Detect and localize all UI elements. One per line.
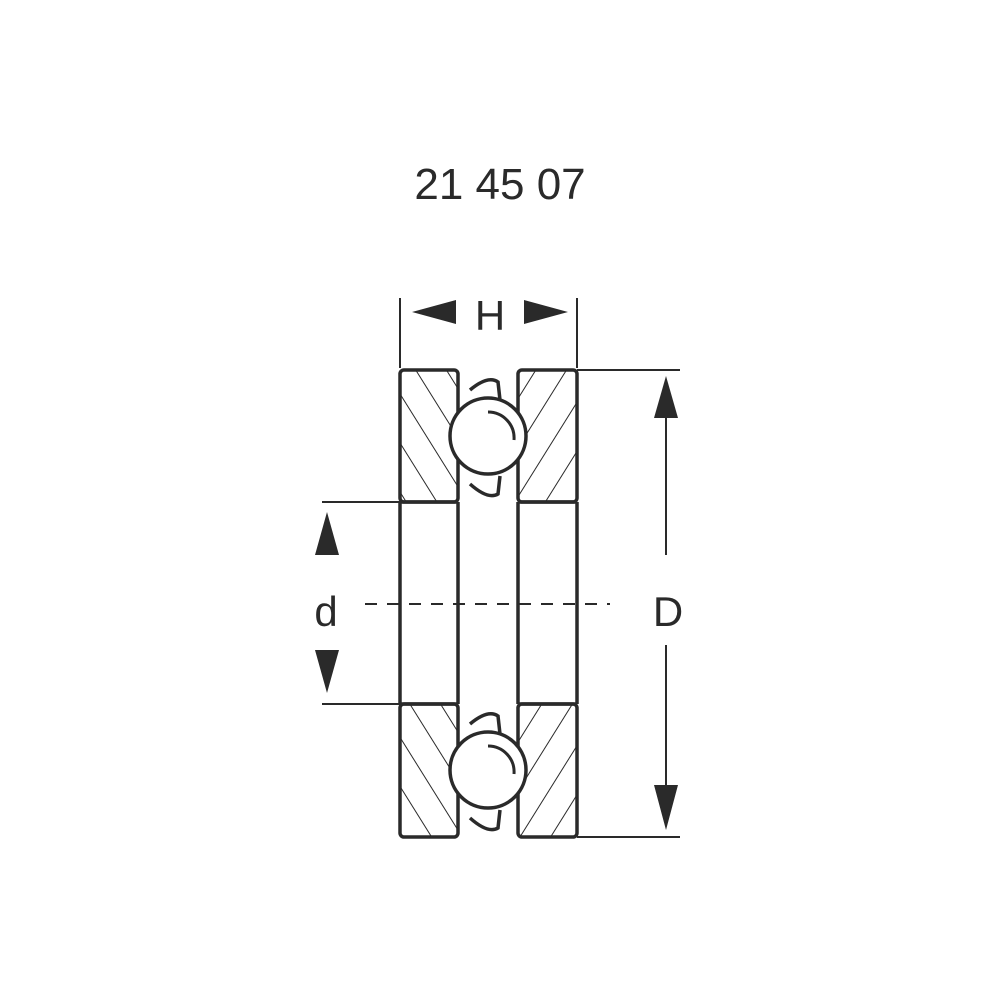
bore-section: [365, 500, 610, 706]
ball: [448, 396, 528, 476]
cage-bottom: [468, 475, 502, 498]
dimension-h: H: [399, 292, 578, 368]
dimension-d: d: [314, 501, 400, 705]
label-d: d: [314, 588, 337, 635]
ball: [448, 730, 528, 810]
cage-top: [468, 378, 502, 401]
lower-section: [398, 702, 579, 839]
arrow-right-icon: [524, 300, 568, 324]
arrow-left-icon: [412, 300, 456, 324]
label-outer-d: D: [653, 588, 683, 635]
arrow-down-icon: [654, 785, 678, 830]
arrow-down-icon: [315, 650, 339, 693]
part-number-title: 21 45 07: [414, 160, 586, 209]
arrow-up-icon: [315, 512, 339, 555]
arrow-up-icon: [654, 376, 678, 418]
upper-section: [398, 368, 579, 504]
dimension-outer-d: D: [577, 369, 683, 838]
label-h: H: [475, 292, 505, 339]
